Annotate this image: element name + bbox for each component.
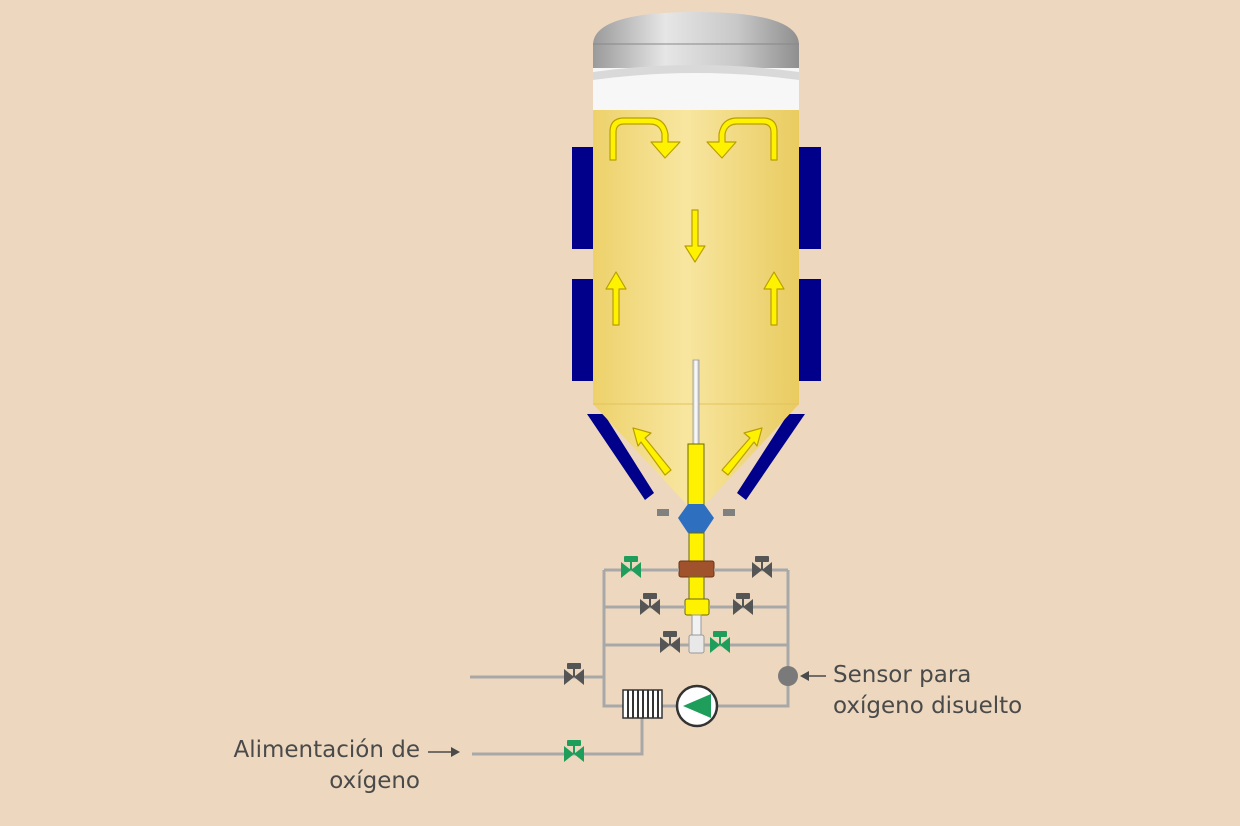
cooling-jacket-lower-left [572,279,594,381]
flow-arrow-icon [605,271,627,326]
dissolved-oxygen-sensor-label: Sensor para oxígeno disuelto [833,660,1022,722]
flow-arrow-icon [763,271,785,326]
valve-icon[interactable] [732,592,754,616]
lance-lower-body [688,532,705,563]
valve-icon[interactable] [751,555,773,579]
sensor-label-line1: Sensor para [833,662,972,688]
oxygen-feed-label: Alimentación de oxígeno [233,735,420,797]
valve-icon[interactable] [639,592,661,616]
valve-icon[interactable] [563,739,585,763]
flange-brown [678,560,715,578]
tank-top-shadow [593,65,799,80]
cooling-jacket-lower-right [799,279,821,381]
sensor-label-line2: oxígeno disuelto [833,693,1023,719]
cooling-jacket-upper-right [799,147,821,249]
valve-icon[interactable] [659,630,681,654]
cooling-jacket-upper-left [572,147,594,249]
flow-arrow-icon [721,427,763,476]
cooling-jacket-cone-left [587,414,654,500]
injection-lance [678,359,715,654]
heat-exchanger-icon [622,689,663,719]
valve-icon[interactable] [709,630,731,654]
flow-arrow-icon [684,209,706,263]
oxygen-feed-label-line1: Alimentación de [233,737,420,763]
sensor-icon [778,666,798,686]
fermentation-tank [593,12,799,516]
valve-icon[interactable] [563,662,585,686]
oxygen-feed-label-line2: oxígeno [329,768,420,794]
valve-icon[interactable] [620,555,642,579]
flow-arrow-icon [706,117,778,161]
flow-arrow-icon [609,117,681,161]
nozzle-blue [678,504,714,533]
cooling-jacket-group [572,147,821,500]
pump-icon[interactable] [675,684,719,728]
tank-dome [593,12,799,72]
valves [563,555,773,763]
lance-rod [692,359,700,447]
flow-arrow-icon [632,427,672,476]
cooling-jacket-cone-right [737,414,805,500]
flow-arrows [605,117,785,476]
label-pointers [428,671,826,757]
lance-upper-body [687,443,705,507]
